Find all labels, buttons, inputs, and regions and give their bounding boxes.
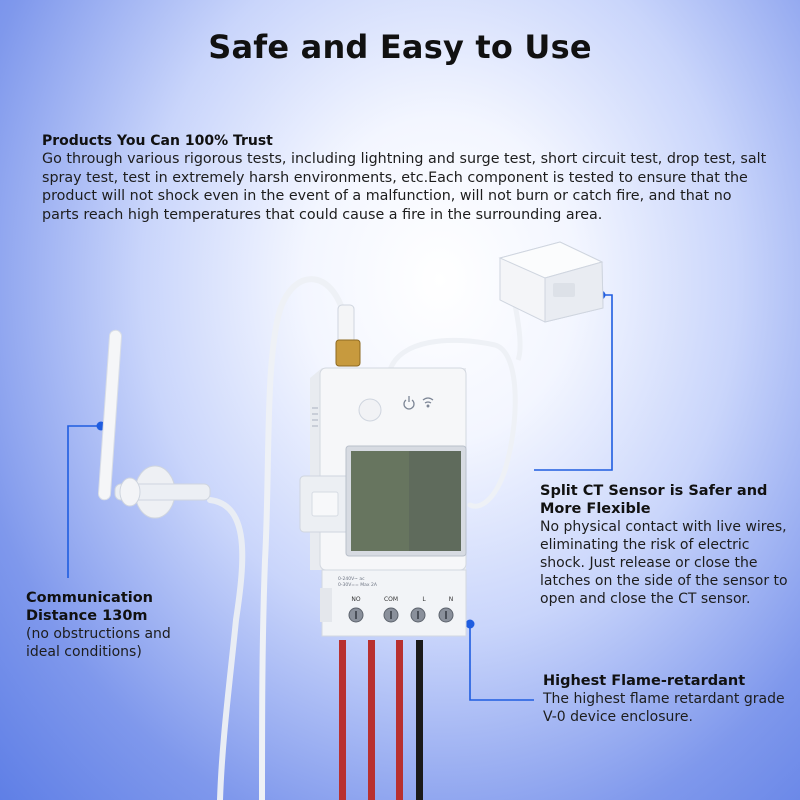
ct-sensor — [498, 241, 604, 323]
callout-lines — [67, 294, 613, 701]
ct-sensor-body: No physical contact with live wires, eli… — [540, 519, 788, 607]
communication-body: (no obstructions and ideal conditions) — [26, 626, 171, 660]
flame-body: The highest flame retardant grade V-0 de… — [543, 691, 785, 725]
communication-heading: Communication Distance 130m — [26, 590, 154, 624]
flame-dot — [465, 619, 475, 629]
antenna-cable — [207, 497, 246, 800]
terminal-label-com: COM — [384, 596, 398, 603]
terminal-label-n: N — [449, 596, 454, 603]
status-icons — [403, 396, 434, 410]
terminal-label-no: NO — [351, 596, 360, 603]
flame-leader-line — [469, 624, 534, 701]
coax-cable — [259, 276, 348, 800]
terminal-label-l: L — [422, 596, 426, 603]
output-wires — [339, 640, 423, 800]
intro-body: Go through various rigorous tests, inclu… — [42, 151, 767, 223]
brass-connector — [335, 339, 361, 367]
antenna — [97, 329, 211, 519]
page-title: Safe and Easy to Use — [208, 28, 592, 66]
rating-line-1: 0-240V~ ac — [338, 576, 365, 582]
flame-callout: Highest Flame-retardant The highest flam… — [543, 672, 793, 726]
intro-heading: Products You Can 100% Trust — [42, 133, 273, 149]
ct-leader-line — [534, 294, 613, 471]
communication-leader-line — [67, 425, 100, 578]
intro-section: Products You Can 100% Trust Go through v… — [42, 132, 772, 224]
communication-callout: Communication Distance 130m (no obstruct… — [26, 589, 186, 661]
smart-switch-device: 0-240V~ ac 0-30V== Max 2A NO COM L N — [299, 367, 467, 637]
power-button — [358, 398, 382, 422]
ct-sensor-callout: Split CT Sensor is Safer and More Flexib… — [540, 482, 795, 608]
rating-line-2: 0-30V== Max 2A — [338, 582, 378, 588]
ct-sensor-heading: Split CT Sensor is Safer and More Flexib… — [540, 483, 768, 517]
ct-cable — [387, 337, 518, 509]
flame-heading: Highest Flame-retardant — [543, 673, 746, 689]
